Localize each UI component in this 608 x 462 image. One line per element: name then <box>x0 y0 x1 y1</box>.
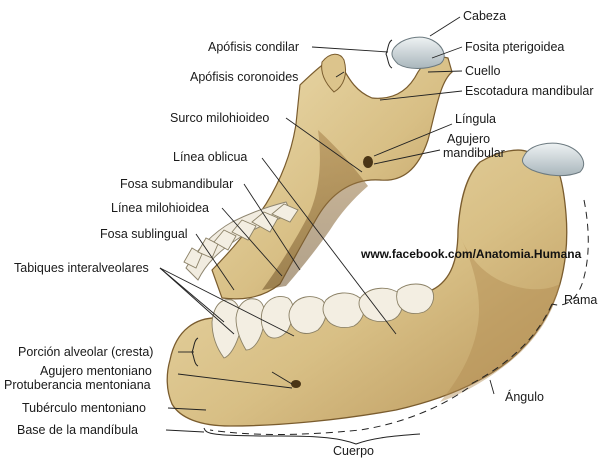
right-condyle-head <box>521 142 584 177</box>
label-protuberancia-mentoniana: Protuberancia mentoniana <box>4 378 151 392</box>
label-escotadura-mandibular: Escotadura mandibular <box>465 84 594 98</box>
label-linea-oblicua: Línea oblicua <box>173 150 248 164</box>
label-cabeza: Cabeza <box>463 9 507 23</box>
label-agujero-mandibular-2: mandibular <box>443 146 505 160</box>
label-tabiques-interalveolares: Tabiques interalveolares <box>14 261 149 275</box>
mandibular-foramen <box>363 156 373 168</box>
label-tuberculo-mentoniano: Tubérculo mentoniano <box>22 401 146 415</box>
label-apofisis-coronoides: Apófisis coronoides <box>190 70 299 84</box>
label-cuerpo: Cuerpo <box>333 444 374 458</box>
dashed-regions <box>209 199 589 435</box>
label-linea-milohioidea: Línea milohioidea <box>111 201 209 215</box>
label-porcion-alveolar: Porción alveolar (cresta) <box>18 345 154 359</box>
label-surco-milohioideo: Surco milohioideo <box>170 111 270 125</box>
inner-teeth <box>183 203 299 269</box>
label-apofisis-condilar: Apófisis condilar <box>208 40 300 54</box>
label-fosa-submandibular: Fosa submandibular <box>120 177 234 191</box>
label-base-mandibula: Base de la mandíbula <box>17 423 138 437</box>
near-teeth <box>211 283 435 359</box>
label-cuello: Cuello <box>465 64 501 78</box>
label-rama: Rama <box>564 293 598 307</box>
label-angulo: Ángulo <box>505 390 544 404</box>
leader-lines <box>159 16 495 433</box>
watermark-text: www.facebook.com/Anatomia.Humana <box>361 247 582 261</box>
ramus-shading <box>440 236 560 402</box>
inner-shadow <box>262 130 368 290</box>
label-agujero-mentoniano: Agujero mentoniano <box>40 364 152 378</box>
label-lingula: Língula <box>455 112 497 126</box>
braces <box>191 39 421 445</box>
coronoid-process <box>321 53 347 93</box>
left-condyle-head <box>391 36 445 69</box>
label-fosita-pterigoidea: Fosita pterigoidea <box>465 40 565 54</box>
mental-foramen <box>291 380 301 388</box>
label-agujero-mandibular-1: Agujero <box>447 132 491 146</box>
label-fosa-sublingual: Fosa sublingual <box>100 227 188 241</box>
